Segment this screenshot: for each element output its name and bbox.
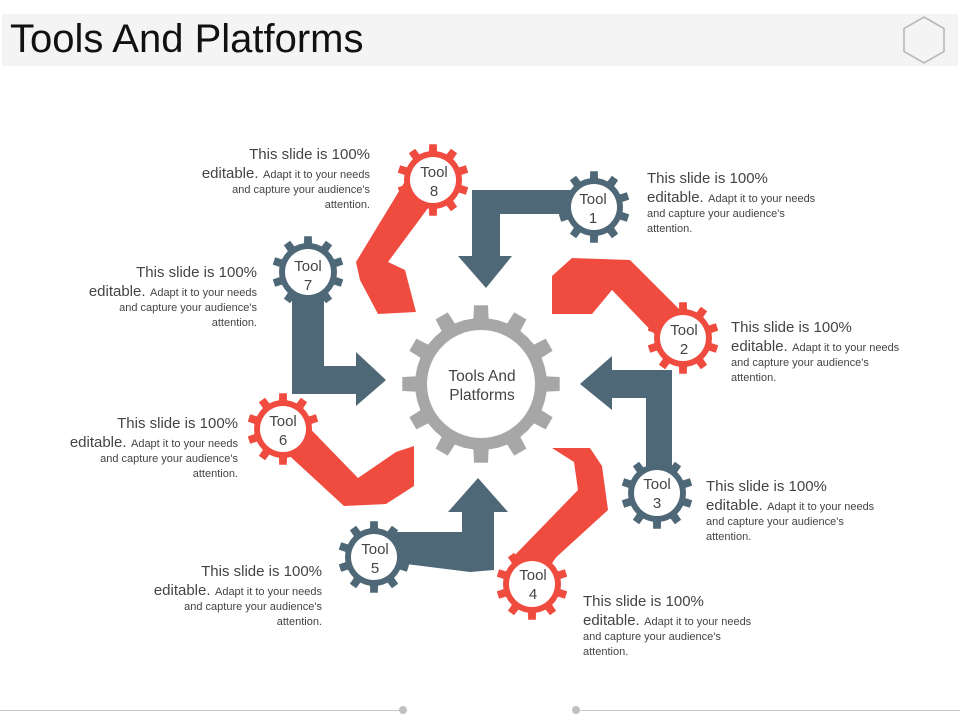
footer-line-right [578, 710, 960, 711]
title-bar [2, 14, 958, 66]
desc-tool-8: This slide is 100% editable. Adapt it to… [201, 146, 370, 211]
arrow-tool-1 [458, 190, 590, 288]
arrow-tool-3 [580, 356, 672, 482]
desc-tool-1: This slide is 100% editable. Adapt it to… [647, 170, 816, 235]
gear-tool-7-hub [285, 249, 331, 295]
gear-tool-1-hub [571, 184, 617, 230]
hexagon-icon [903, 16, 945, 64]
desc-tool-7: This slide is 100% editable. Adapt it to… [88, 264, 257, 329]
footer-line-left [0, 710, 400, 711]
gear-tool-6-hub [260, 406, 306, 452]
desc-tool-6: This slide is 100% editable. Adapt it to… [69, 415, 238, 480]
footer-dot-left [399, 706, 407, 714]
center-gear-label: Tools And Platforms [448, 368, 516, 404]
footer-dot-right [572, 706, 580, 714]
gear-tool-5-hub [351, 534, 397, 580]
gear-tool-4-hub [509, 561, 555, 607]
gear-tool-3-hub [634, 470, 680, 516]
arrow-tool-4 [514, 448, 608, 572]
gear-tool-8-hub [410, 157, 456, 203]
page-title: Tools And Platforms [10, 17, 364, 61]
center-gear-hub [427, 330, 535, 438]
desc-tool-5: This slide is 100% editable. Adapt it to… [153, 563, 322, 628]
arrow-tool-2 [552, 258, 688, 344]
desc-tool-3: This slide is 100% editable. Adapt it to… [706, 478, 875, 543]
gear-tool-2-hub [660, 315, 706, 361]
desc-tool-2: This slide is 100% editable. Adapt it to… [731, 319, 900, 384]
arrow-tool-7 [292, 276, 386, 406]
arrow-tool-8 [356, 178, 434, 314]
desc-tool-4: This slide is 100% editable. Adapt it to… [583, 593, 752, 658]
